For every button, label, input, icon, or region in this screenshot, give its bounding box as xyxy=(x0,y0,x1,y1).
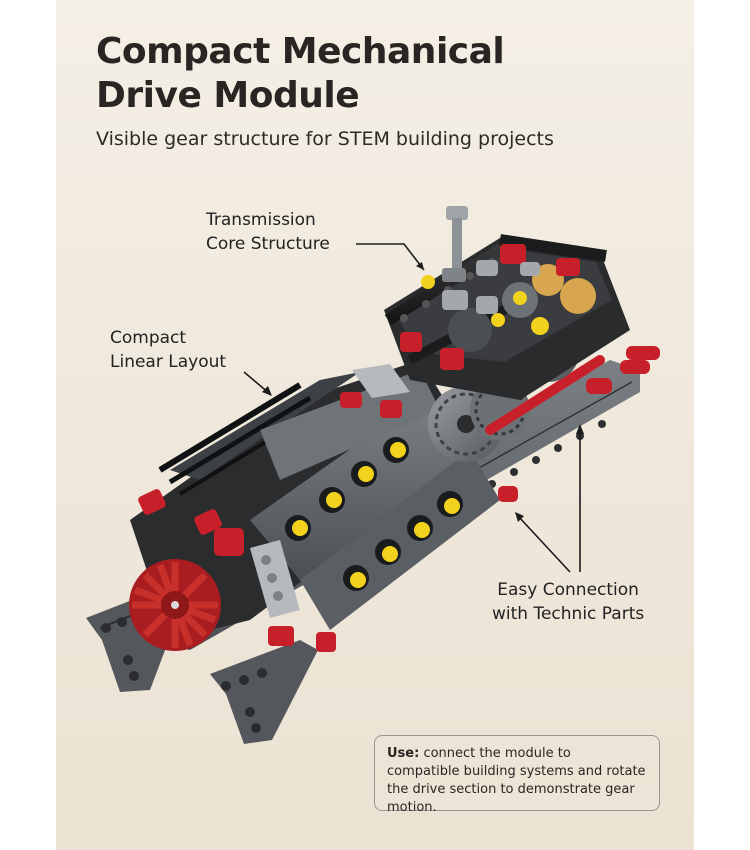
transmission-frame xyxy=(384,206,660,502)
red-drive-gear xyxy=(129,559,221,651)
page-subtitle: Visible gear structure for STEM building… xyxy=(96,128,554,150)
callout-connection-line-2: with Technic Parts xyxy=(492,604,645,624)
callout-transmission: Transmission Core Structure xyxy=(206,208,330,256)
title-line-1: Compact Mechanical xyxy=(96,31,505,72)
callout-linear-line-2: Linear Layout xyxy=(110,352,227,372)
title-line-2: Drive Module xyxy=(96,75,360,116)
arrowheads xyxy=(262,262,584,522)
usage-note-text: connect the module to compatible buildin… xyxy=(387,746,646,815)
callout-transmission-line-1: Transmission xyxy=(206,210,316,230)
page-title: Compact Mechanical Drive Module xyxy=(96,30,656,118)
engine-body xyxy=(130,360,500,652)
connection-arrow-left xyxy=(517,515,571,573)
usage-note: Use: connect the module to compatible bu… xyxy=(374,735,660,815)
transmission-arrow xyxy=(356,243,425,271)
callout-transmission-line-2: Core Structure xyxy=(206,234,330,254)
callout-connection-line-1: Easy Connection xyxy=(497,580,639,600)
usage-note-label: Use: xyxy=(387,746,420,761)
callout-connection: Easy Connection with Technic Parts xyxy=(492,578,644,626)
callout-linear-layout: Compact Linear Layout xyxy=(110,326,226,374)
callout-linear-line-1: Compact xyxy=(110,328,187,348)
